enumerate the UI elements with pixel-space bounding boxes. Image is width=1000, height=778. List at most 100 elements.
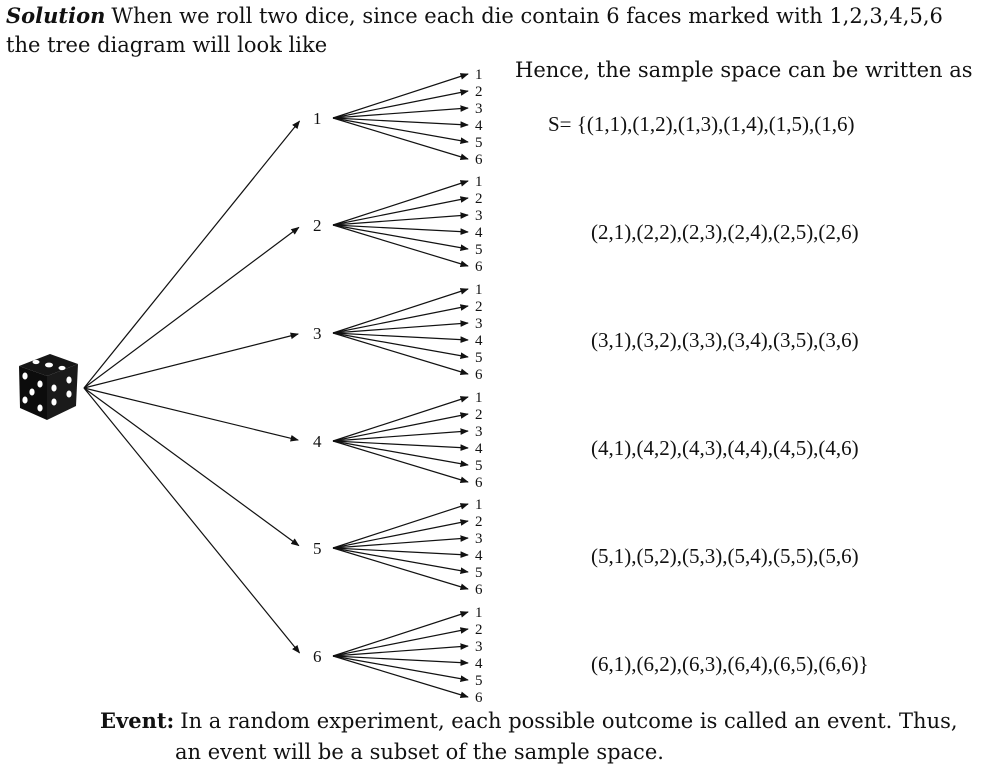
- second-die-label-2-4: 4: [475, 225, 483, 241]
- second-branch-4-1: [332, 396, 469, 442]
- sample-space-prefix: S=: [548, 112, 572, 136]
- event-text-1: In a random experiment, each possible ou…: [180, 709, 958, 733]
- second-die-label-2-6: 6: [475, 259, 483, 275]
- second-die-label-6-4: 4: [475, 656, 483, 672]
- second-die-label-4-3: 3: [475, 424, 483, 440]
- second-die-label-6-2: 2: [475, 622, 483, 638]
- second-die-label-1-3: 3: [475, 101, 483, 117]
- second-die-label-5-4: 4: [475, 548, 483, 564]
- second-branch-3-4: [332, 332, 469, 343]
- first-die-label-4: 4: [313, 432, 322, 451]
- second-branch-5-1: [332, 503, 469, 549]
- second-die-label-2-3: 3: [475, 208, 483, 224]
- second-branch-2-3: [332, 212, 469, 226]
- second-branch-1-3: [332, 105, 469, 119]
- second-branch-2-6: [332, 224, 469, 268]
- second-branch-5-5: [332, 547, 469, 574]
- second-branch-3-2: [332, 304, 469, 334]
- second-branch-1-2: [332, 89, 469, 119]
- second-die-label-3-2: 2: [475, 299, 483, 315]
- second-die-label-1-4: 4: [475, 118, 483, 134]
- second-die-label-4-5: 5: [475, 458, 483, 474]
- second-die-label-4-1: 1: [475, 390, 483, 406]
- second-branch-3-5: [332, 332, 469, 359]
- sample-space-row-2: (2,1),(2,2),(2,3),(2,4),(2,5),(2,6): [591, 220, 859, 244]
- sample-space-row-1: S= {(1,1),(1,2),(1,3),(1,4),(1,5),(1,6): [548, 112, 855, 137]
- first-die-label-1: 1: [313, 109, 322, 128]
- solution-label: Solution: [6, 3, 106, 28]
- second-die-label-2-1: 1: [475, 174, 483, 190]
- event-line-1: Event:In a random experiment, each possi…: [100, 708, 958, 733]
- second-branch-5-6: [332, 547, 469, 591]
- second-branch-5-3: [332, 535, 469, 549]
- second-branch-6-2: [332, 627, 469, 657]
- first-branch-4: [83, 387, 299, 442]
- second-die-label-5-6: 6: [475, 582, 483, 598]
- second-die-label-1-2: 2: [475, 84, 483, 100]
- second-die-label-1-5: 5: [475, 135, 483, 151]
- second-branch-6-5: [332, 655, 469, 682]
- event-line-2: an event will be a subset of the sample …: [175, 740, 664, 764]
- second-branch-6-4: [332, 655, 469, 666]
- second-die-label-3-6: 6: [475, 367, 483, 383]
- second-branch-2-2: [332, 196, 469, 226]
- first-branch-6: [83, 387, 301, 654]
- first-die-label-5: 5: [313, 539, 322, 558]
- first-die-label-2: 2: [313, 216, 322, 235]
- second-die-label-6-5: 5: [475, 673, 483, 689]
- first-branch-1: [83, 120, 301, 389]
- second-branch-6-6: [332, 655, 469, 699]
- first-die-label-3: 3: [313, 324, 322, 343]
- second-branch-4-5: [332, 440, 469, 467]
- sample-space-row-5: (5,1),(5,2),(5,3),(5,4),(5,5),(5,6): [591, 544, 859, 568]
- sample-space-row-6: (6,1),(6,2),(6,3),(6,4),(6,5),(6,6)}: [591, 652, 869, 676]
- second-branch-4-2: [332, 412, 469, 442]
- second-die-label-4-4: 4: [475, 441, 483, 457]
- second-branch-2-1: [332, 180, 469, 226]
- second-branch-3-6: [332, 332, 469, 376]
- second-die-label-5-2: 2: [475, 514, 483, 530]
- second-branch-4-6: [332, 440, 469, 484]
- second-die-label-4-2: 2: [475, 407, 483, 423]
- second-die-label-3-1: 1: [475, 282, 483, 298]
- second-die-label-4-6: 6: [475, 475, 483, 491]
- first-die-label-6: 6: [313, 647, 322, 666]
- second-branch-3-1: [332, 288, 469, 334]
- second-die-label-2-2: 2: [475, 191, 483, 207]
- hence-text: Hence, the sample space can be written a…: [515, 58, 973, 82]
- second-branch-4-3: [332, 428, 469, 442]
- second-branch-1-1: [332, 73, 469, 119]
- second-die-label-1-1: 1: [475, 67, 483, 83]
- second-die-label-3-5: 5: [475, 350, 483, 366]
- second-branch-3-3: [332, 320, 469, 334]
- sample-space-row-4: (4,1),(4,2),(4,3),(4,4),(4,5),(4,6): [591, 436, 859, 460]
- second-die-label-5-5: 5: [475, 565, 483, 581]
- first-branch-5: [83, 387, 300, 547]
- second-branch-1-6: [332, 117, 469, 161]
- second-branch-5-4: [332, 547, 469, 558]
- second-die-label-5-1: 1: [475, 497, 483, 513]
- second-die-label-2-5: 5: [475, 242, 483, 258]
- second-die-label-6-6: 6: [475, 690, 483, 706]
- die-icon: [19, 354, 78, 420]
- second-branch-6-3: [332, 643, 469, 657]
- event-label: Event:: [100, 708, 175, 733]
- second-branch-1-5: [332, 117, 469, 144]
- second-branch-5-2: [332, 519, 469, 549]
- second-die-label-5-3: 3: [475, 531, 483, 547]
- second-branch-2-4: [332, 224, 469, 235]
- second-die-label-6-1: 1: [475, 605, 483, 621]
- second-branch-1-4: [332, 117, 469, 128]
- solution-text-1: When we roll two dice, since each die co…: [111, 4, 943, 28]
- sample-space-row-text: {(1,1),(1,2),(1,3),(1,4),(1,5),(1,6): [576, 112, 855, 136]
- second-die-label-1-6: 6: [475, 152, 483, 168]
- solution-line-2: the tree diagram will look like: [6, 33, 328, 57]
- second-die-label-3-3: 3: [475, 316, 483, 332]
- first-branch-2: [83, 226, 300, 389]
- second-branch-4-4: [332, 440, 469, 451]
- second-branch-2-5: [332, 224, 469, 251]
- second-die-label-3-4: 4: [475, 333, 483, 349]
- second-die-label-6-3: 3: [475, 639, 483, 655]
